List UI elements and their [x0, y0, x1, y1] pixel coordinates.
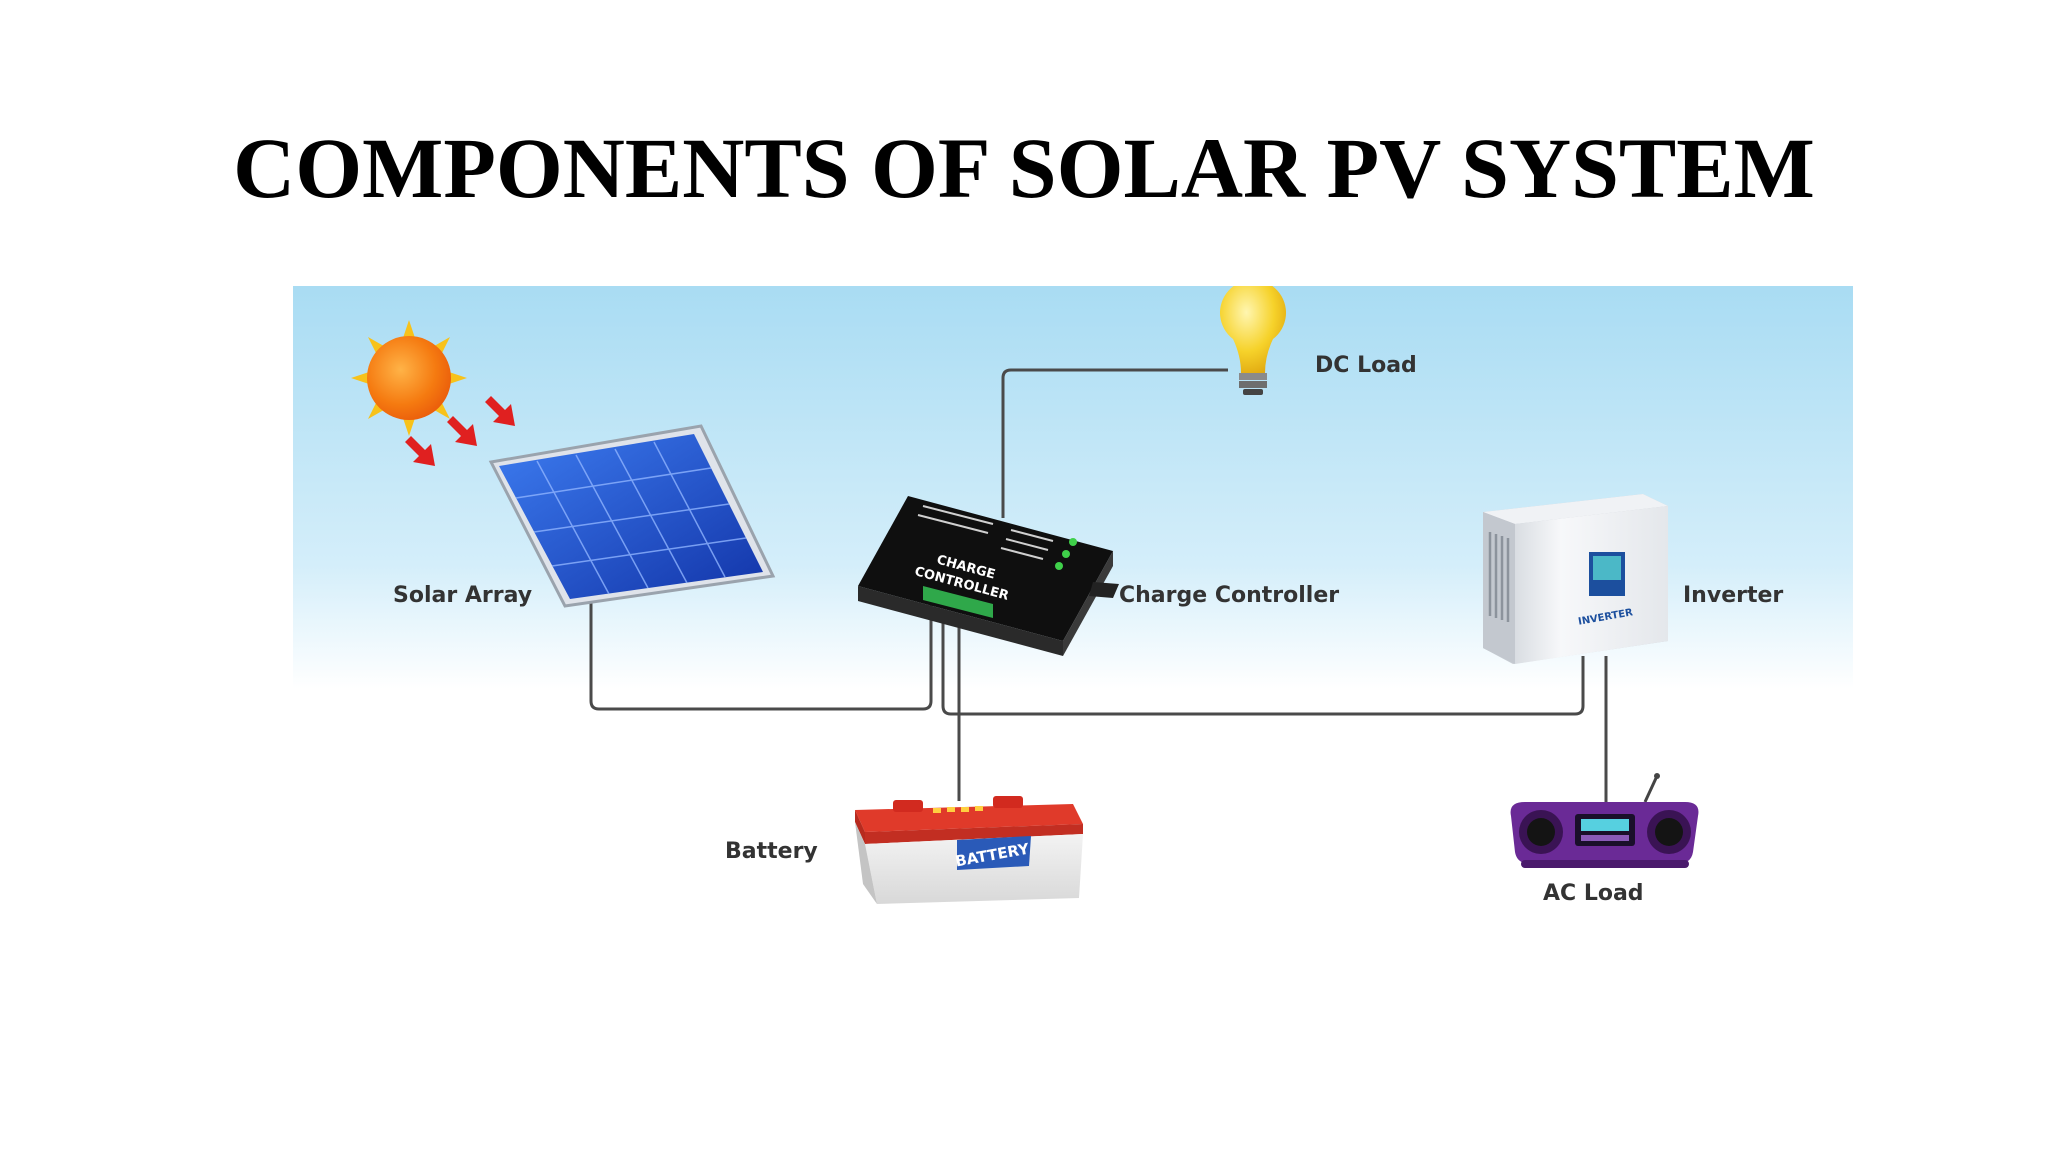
wiring	[589, 368, 1608, 806]
battery-icon: BATTERY	[855, 796, 1083, 904]
page-title: COMPONENTS OF SOLAR PV SYSTEM	[233, 120, 1815, 216]
label-battery: Battery	[725, 839, 818, 864]
label-dc-load: DC Load	[1315, 353, 1417, 378]
light-bulb-icon	[1220, 286, 1286, 395]
label-inverter: Inverter	[1683, 583, 1783, 608]
charge-controller-icon: CHARGE CONTROLLER	[858, 496, 1119, 656]
label-solar-array: Solar Array	[393, 583, 532, 608]
inverter-icon: INVERTER	[1483, 494, 1668, 664]
label-charge-controller: Charge Controller	[1119, 583, 1339, 608]
sun-icon	[351, 320, 467, 436]
solar-pv-diagram: CHARGE CONTROLLER INVERTER	[293, 286, 1853, 906]
radio-icon	[1510, 773, 1699, 868]
solar-panel-icon	[488, 424, 776, 608]
sun-ray-arrow-icon	[405, 396, 515, 466]
label-ac-load: AC Load	[1543, 881, 1644, 906]
